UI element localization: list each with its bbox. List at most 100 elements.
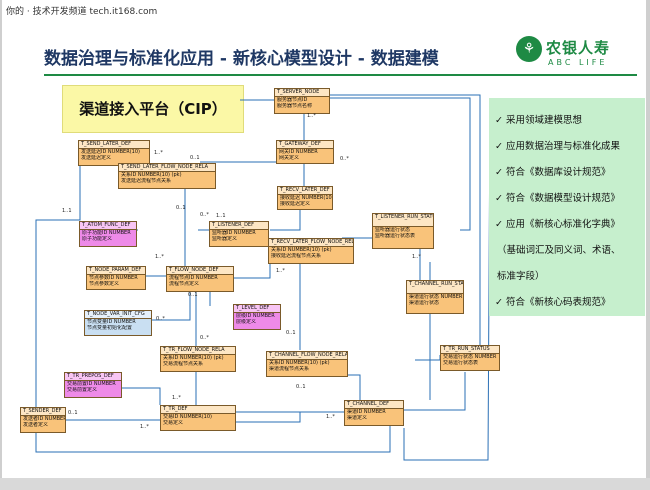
entity-T_GATEWAY_DEF: T_GATEWAY_DEF 网关ID NUMBER 网关定义 [276,140,334,164]
entity-field: 发送者ID NUMBER [23,416,65,422]
principle-item: ✓ 符合《新核心码表规范》 [495,294,611,308]
entity-field: 发送延迟定义 [81,155,112,161]
entity-T_TR_FLOW_NODE_RELA: T_TR_FLOW_NODE_RELA 关系ID NUMBER(10) (pk)… [160,346,236,372]
entity-field: 发送延迟ID NUMBER(10) [81,149,140,155]
entity-field: 服务器节点ID [277,97,308,103]
multiplicity-label: 1..* [307,113,316,119]
entity-field: 节点参数ID NUMBER [89,275,138,281]
entity-field: 交易流程节点关系 [163,361,204,367]
entity-field: 监听器定义 [212,236,238,242]
multiplicity-label: 1..* [155,254,164,260]
entity-T_NODE_PARAM_DEF: T_NODE_PARAM_DEF 节点参数ID NUMBER 节点参数定义 [86,266,146,290]
multiplicity-label: 1..* [140,424,149,430]
entity-name: T_LISTENER_RUN_STATUS [373,214,433,227]
multiplicity-label: 0..* [156,316,165,322]
multiplicity-label: 1..1 [216,213,226,219]
entity-name: T_LEVEL_DEF [234,305,280,313]
principle-item: ✓ 符合《数据库设计规范》 [495,164,611,178]
entity-name: T_NODE_VAR_INIT_CFG [85,311,151,319]
check-icon: ✓ [495,115,503,126]
company-logo: ⚘ 农银人寿 ABC LIFE [516,36,636,76]
entity-T_CHANNEL_RUN_STATUS: T_CHANNEL_RUN_STATUS 渠道运行状态 NUMBER 渠道运行状… [406,280,464,314]
entity-field: 服务器节点名称 [277,103,313,109]
principle-item: ✓ 应用数据治理与标准化成果 [495,138,620,152]
logo-chinese: 农银人寿 [546,39,611,57]
bottom-frame [0,478,650,490]
entity-name: T_LISTENER_DEF [210,222,268,230]
principle-text: 采用领域建模思想 [506,115,583,126]
entity-T_CHANNEL_FLOW_NODE_RELA: T_CHANNEL_FLOW_NODE_RELA 关系ID NUMBER(10)… [266,351,348,377]
entity-T_RECV_LATER_FLOW_NODE_RELA: T_RECV_LATER_FLOW_NODE_RELA 关系ID NUMBER(… [268,238,354,264]
entity-name: T_RECV_LATER_DEF [278,187,332,195]
entity-name: T_ATOM_FUNC_DEF [80,222,136,230]
entity-T_TR_DEF: T_TR_DEF 交易ID NUMBER(10) 交易定义 [160,405,236,431]
entity-field: 流程节点ID NUMBER [169,275,218,281]
check-icon: ✓ [495,193,503,204]
multiplicity-label: 0..* [200,335,209,341]
principle-item: （基础词汇及同义词、术语、 [497,245,621,256]
multiplicity-label: 0..1 [286,330,296,336]
entity-name: T_RECV_LATER_FLOW_NODE_RELA [269,239,353,247]
entity-field: 监听器运行状态表 [375,233,416,239]
entity-field: 交易运行状态表 [443,360,479,366]
entity-name: T_SENDER_DEF [21,408,65,416]
entity-field: 交易前置ID NUMBER [67,381,116,387]
entity-T_TR_PREPOS_DEF: T_TR_PREPOS_DEF 交易前置ID NUMBER 交易前置定义 [64,372,122,398]
multiplicity-label: 0..* [340,156,349,162]
entity-name: T_TR_PREPOS_DEF [65,373,121,381]
multiplicity-label: 0..1 [68,410,78,416]
multiplicity-label: 0..1 [176,205,186,211]
entity-field: 关系ID NUMBER(10) (pk) [269,360,330,366]
watermark-text: 你的 · 技术开发频道 tech.it168.com [6,7,158,17]
principle-item: 标准字段） [497,271,545,282]
entity-field: 渠道运行状态 [409,300,440,306]
entity-T_LEVEL_DEF: T_LEVEL_DEF 层级ID NUMBER 层级定义 [233,304,281,330]
entity-field: 渠道流程节点关系 [269,366,310,372]
entity-field: 层级定义 [236,319,257,325]
entity-T_FLOW_NODE_DEF: T_FLOW_NODE_DEF 流程节点ID NUMBER 流程节点定义 [166,266,234,292]
logo-english: ABC LIFE [548,58,608,67]
principle-text: 应用数据治理与标准化成果 [506,141,621,152]
entity-T_TR_RUN_STATUS: T_TR_RUN_STATUS 交易运行状态 NUMBER 交易运行状态表 [440,345,500,371]
principle-text: 应用《新核心标准化字典》 [506,219,621,230]
entity-T_ATOM_FUNC_DEF: T_ATOM_FUNC_DEF 原子功能ID NUMBER 原子功能定义 [79,221,137,247]
entity-field: 渠道定义 [347,415,368,421]
entity-T_SENDER_DEF: T_SENDER_DEF 发送者ID NUMBER 发送者定义 [20,407,66,433]
entity-field: 节点参数定义 [89,281,120,287]
entity-field: 交易ID NUMBER(10) [163,414,212,420]
multiplicity-label: 1..* [276,268,285,274]
entity-field: 渠道ID NUMBER [347,409,386,415]
entity-field: 发送延迟流程节点关系 [121,178,172,184]
entity-field: 原子功能ID NUMBER [82,230,131,236]
entity-field: 渠道运行状态 NUMBER [409,294,463,300]
entity-field: 接收延迟流程节点关系 [271,253,322,259]
principle-item: ✓ 符合《数据模型设计规范》 [495,190,620,204]
entity-field: 接收延迟 NUMBER(10) [280,195,332,201]
multiplicity-label: 0..1 [190,155,200,161]
check-icon: ✓ [495,141,503,152]
entity-name: T_TR_FLOW_NODE_RELA [161,347,235,355]
entity-T_RECV_LATER_DEF: T_RECV_LATER_DEF 接收延迟 NUMBER(10) 接收延迟定义 [277,186,333,210]
entity-field: 层级ID NUMBER [236,313,275,319]
multiplicity-label: 0..1 [296,384,306,390]
entity-T_CHANNEL_DEF: T_CHANNEL_DEF 渠道ID NUMBER 渠道定义 [344,400,404,426]
cip-label-box: 渠道接入平台（CIP） [62,85,244,133]
right-frame [646,0,650,490]
entity-field: 流程节点定义 [169,281,200,287]
entity-name: T_SEND_LATER_FLOW_NODE_RELA [119,164,215,172]
left-frame [0,0,2,490]
entity-name: T_NODE_PARAM_DEF [87,267,145,275]
multiplicity-label: 1..* [172,395,181,401]
principle-text: 符合《新核心码表规范》 [506,297,611,308]
entity-T_SEND_LATER_FLOW_NODE_RELA: T_SEND_LATER_FLOW_NODE_RELA 关系ID NUMBER(… [118,163,216,189]
slide-title: 数据治理与标准化应用 - 新核心模型设计 - 数据建模 [44,49,439,69]
entity-field: 交易前置定义 [67,387,98,393]
cip-label: 渠道接入平台（CIP） [79,100,227,118]
entity-name: T_CHANNEL_FLOW_NODE_RELA [267,352,347,360]
entity-field: 节点变量ID NUMBER [87,319,136,325]
entity-field: 接收延迟定义 [280,201,311,207]
entity-name: T_GATEWAY_DEF [277,141,333,149]
multiplicity-label: 1..* [326,414,335,420]
entity-name: T_FLOW_NODE_DEF [167,267,233,275]
entity-name: T_CHANNEL_DEF [345,401,403,409]
